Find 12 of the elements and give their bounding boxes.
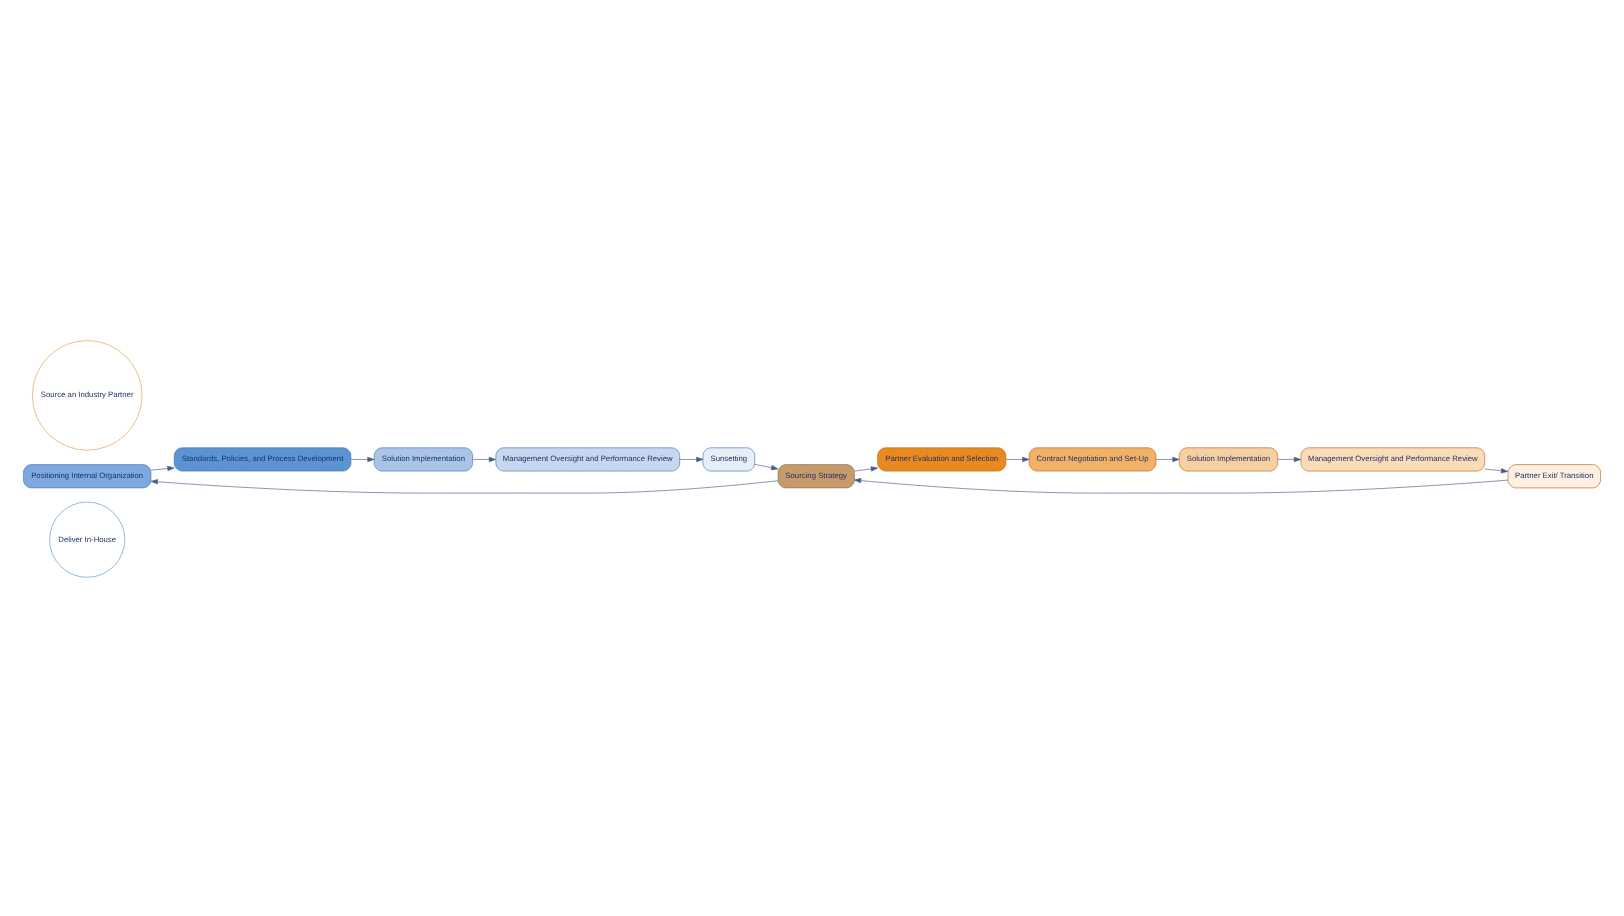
arrow xyxy=(1277,455,1302,462)
arrow xyxy=(854,477,1509,493)
arrow xyxy=(854,465,878,471)
arrow xyxy=(754,463,779,470)
arrow xyxy=(350,455,375,462)
arrow xyxy=(150,478,779,493)
arrow xyxy=(472,455,496,462)
arrow xyxy=(679,455,704,462)
arrow xyxy=(150,464,175,471)
arrow xyxy=(1484,467,1509,473)
arrow xyxy=(1155,455,1180,462)
arrow xyxy=(1005,455,1030,462)
